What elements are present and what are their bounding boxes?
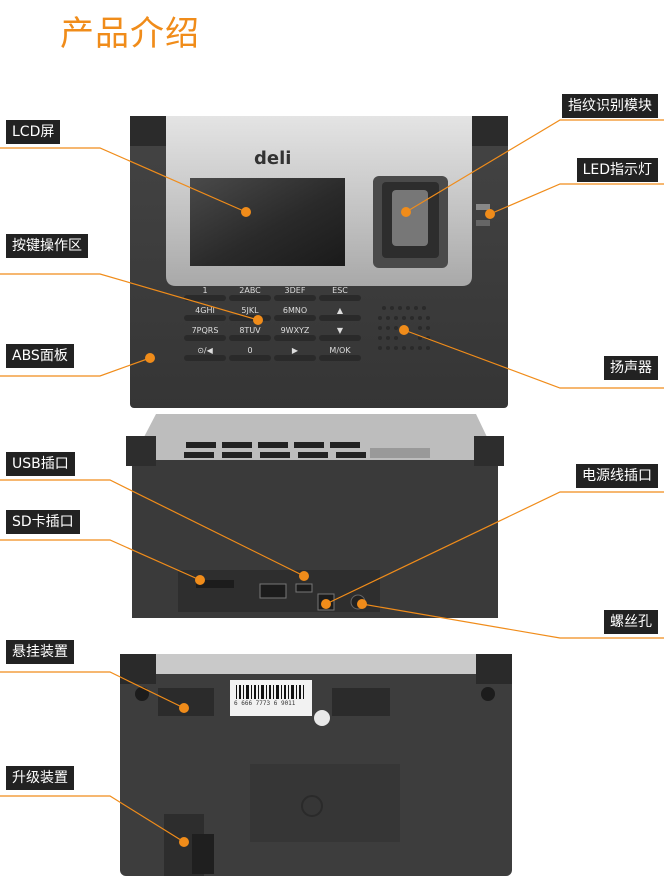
keypad-key: ▶ xyxy=(291,346,299,355)
keypad-keycap xyxy=(274,355,316,361)
label-speaker: 扬声器 xyxy=(604,356,658,380)
page-title: 产品介绍 xyxy=(60,14,200,54)
keypad-key: 1 xyxy=(202,286,208,295)
label-hang: 悬挂装置 xyxy=(6,640,74,664)
keypad-key: M/OK xyxy=(329,346,351,355)
keypad-key: 9WXYZ xyxy=(280,326,310,335)
label-usb: USB插口 xyxy=(6,452,75,476)
keypad-keycap xyxy=(319,315,361,321)
label-keypad: 按键操作区 xyxy=(6,234,88,258)
keypad-key: ESC xyxy=(332,286,348,295)
keypad-keycap xyxy=(229,335,271,341)
label-power: 电源线插口 xyxy=(576,464,658,488)
label-screw: 螺丝孔 xyxy=(604,610,658,634)
device-back-illustration xyxy=(120,654,512,876)
brand-logo: deli xyxy=(254,148,292,169)
keypad-key: 3DEF xyxy=(284,286,306,295)
keypad-keycap xyxy=(319,355,361,361)
keypad-keycap xyxy=(184,315,226,321)
keypad-key: 4GHI xyxy=(195,306,215,315)
keypad-keycap xyxy=(229,315,271,321)
device-side-illustration xyxy=(126,412,504,620)
label-sd: SD卡插口 xyxy=(6,510,80,534)
keypad-key: 7PQRS xyxy=(191,326,219,335)
keypad-key: 0 xyxy=(247,346,253,355)
keypad-keycap xyxy=(274,295,316,301)
keypad-key: 6MNO xyxy=(282,306,308,315)
barcode-text: 6 666 7773 6 9011 xyxy=(234,700,296,707)
keypad-key: ▼ xyxy=(336,326,344,335)
label-fingerprint: 指纹识别模块 xyxy=(562,94,658,118)
keypad-keycap xyxy=(319,335,361,341)
keypad-key: ⊙/◀ xyxy=(197,346,213,355)
device-back-view: 6 666 7773 6 9011 xyxy=(120,654,512,876)
keypad-keycap xyxy=(229,295,271,301)
label-led: LED指示灯 xyxy=(576,158,658,182)
device-front-view: deli 1 2ABC 3DEF ESC 4GHI 5JKL 6MNO ▲ 7PQRS 8TUV 9… xyxy=(130,116,508,408)
keypad-key: 8TUV xyxy=(239,326,261,335)
keypad-key: 5JKL xyxy=(241,306,259,315)
label-panel: ABS面板 xyxy=(6,344,74,368)
label-lcd: LCD屏 xyxy=(6,120,61,144)
label-upgrade: 升级装置 xyxy=(6,766,74,790)
keypad-keycap xyxy=(319,295,361,301)
keypad-keycap xyxy=(184,295,226,301)
keypad-keycap xyxy=(274,335,316,341)
keypad: 1 2ABC 3DEF ESC 4GHI 5JKL 6MNO ▲ 7PQRS 8TUV 9WXYZ ▼… xyxy=(184,286,364,366)
keypad-keycap xyxy=(184,335,226,341)
keypad-key: ▲ xyxy=(336,306,344,315)
keypad-keycap xyxy=(229,355,271,361)
keypad-keycap xyxy=(184,355,226,361)
keypad-keycap xyxy=(274,315,316,321)
keypad-key: 2ABC xyxy=(239,286,261,295)
device-side-view xyxy=(126,412,504,620)
